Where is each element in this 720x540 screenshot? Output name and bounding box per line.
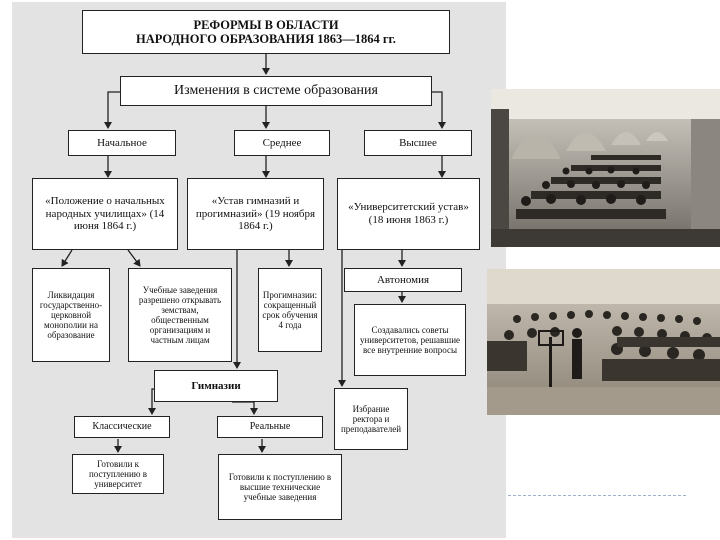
diagram-connectors — [61, 54, 446, 453]
real-box: Реальные — [217, 416, 323, 438]
secondary-document: «Устав гимназий и прогимназий» (19 ноябр… — [187, 178, 324, 250]
classical-goal-box: Готовили к поступлению в университет — [72, 454, 164, 494]
schools-box: Учебные заведения разрешено открывать зе… — [128, 268, 232, 362]
gymnasia-box: Гимназии — [154, 370, 278, 402]
autonomy-box: Автономия — [344, 268, 462, 292]
changes-box: Изменения в системе образования — [120, 76, 432, 106]
level-secondary: Среднее — [234, 130, 330, 156]
monopoly-box: Ликвидация государственно-церковной моно… — [32, 268, 110, 362]
higher-document: «Университетский устав» (18 июня 1863 г.… — [337, 178, 480, 250]
classroom-photo — [487, 269, 720, 415]
classical-box: Классические — [74, 416, 170, 438]
lecture-hall-photo — [491, 89, 720, 247]
level-higher: Высшее — [364, 130, 472, 156]
title-line-2: НАРОДНОГО ОБРАЗОВАНИЯ 1863—1864 гг. — [136, 32, 396, 46]
diagram-title: РЕФОРМЫ В ОБЛАСТИ НАРОДНОГО ОБРАЗОВАНИЯ … — [82, 10, 450, 54]
real-goal-box: Готовили к поступлению в высшие техничес… — [218, 454, 342, 520]
reform-diagram: РЕФОРМЫ В ОБЛАСТИ НАРОДНОГО ОБРАЗОВАНИЯ … — [12, 2, 506, 538]
progymnasia-box: Прогимназии: сокращенный срок обучения 4… — [258, 268, 322, 352]
title-line-1: РЕФОРМЫ В ОБЛАСТИ — [193, 17, 339, 32]
election-box: Избрание ректора и преподавателей — [334, 388, 408, 450]
councils-box: Создавались советы университетов, решавш… — [354, 304, 466, 376]
decorative-dashed-line — [508, 495, 686, 496]
primary-document: «Положение о начальных народных училищах… — [32, 178, 178, 250]
level-primary: Начальное — [68, 130, 176, 156]
